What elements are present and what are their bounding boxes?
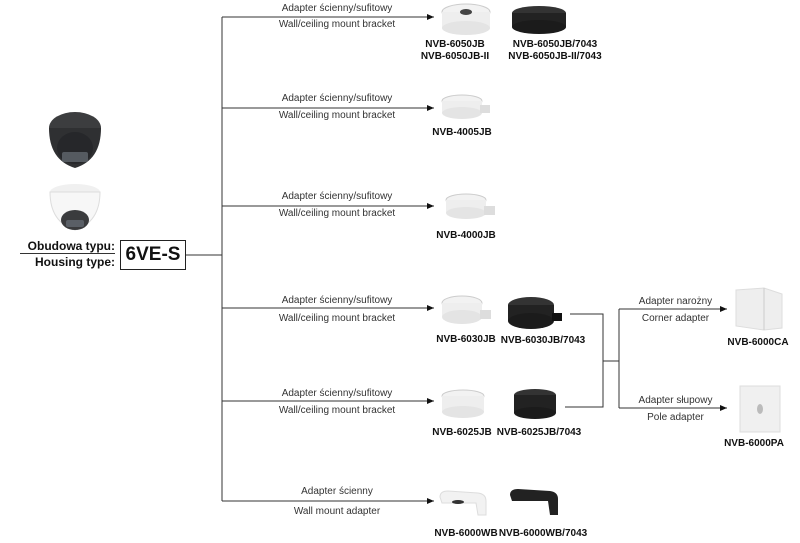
branch-1-label-pl: Adapter ścienny/sufitowy <box>281 3 393 14</box>
dark-dome-camera-image <box>49 112 101 168</box>
product-image-nvb-6000wb-7043 <box>510 489 558 515</box>
product-code-nvb-4005jb: NVB-4005JB <box>432 127 492 138</box>
pole-label-pl: Adapter słupowy <box>638 395 713 406</box>
product-code-line: NVB-6050JB <box>425 39 485 50</box>
branch-6-label-en: Wall mount adapter <box>293 506 381 517</box>
branch-6-label-pl: Adapter ścienny <box>301 486 373 497</box>
branch-3-label-en: Wall/ceiling mount bracket <box>278 208 396 219</box>
product-image-nvb-4000jb <box>445 193 495 219</box>
product-image-nvb-6000pa <box>739 385 781 433</box>
housing-type-box: 6VE-S <box>120 240 186 270</box>
product-code-nvb-6030jb: NVB-6030JB <box>436 334 496 345</box>
product-image-nvb-6050jb <box>441 3 491 35</box>
product-image-nvb-6050jb-7043 <box>512 6 566 34</box>
product-image-nvb-6025jb-7043 <box>514 389 556 419</box>
branch-3-label-pl: Adapter ścienny/sufitowy <box>281 191 393 202</box>
product-image-nvb-6000ca <box>735 287 783 331</box>
branch-5-label-en: Wall/ceiling mount bracket <box>278 405 396 416</box>
product-image-nvb-4005jb <box>441 94 490 119</box>
product-image-nvb-6030jb-7043 <box>508 297 562 329</box>
product-code-nvb-6000wb: NVB-6000WB <box>434 528 498 539</box>
pole-label-en: Pole adapter <box>647 412 704 423</box>
product-image-nvb-6000wb <box>439 490 487 516</box>
branch-1-label-en: Wall/ceiling mount bracket <box>278 19 396 30</box>
branch-2-label-pl: Adapter ścienny/sufitowy <box>281 93 393 104</box>
corner-label-en: Corner adapter <box>641 313 710 324</box>
product-code-nvb-6000pa: NVB-6000PA <box>724 438 784 449</box>
branch-2-label-en: Wall/ceiling mount bracket <box>278 110 396 121</box>
product-code-line: NVB-6050JB-II/7043 <box>508 51 602 62</box>
junction-bracket <box>565 313 604 408</box>
product-code-line: NVB-6050JB/7043 <box>512 39 598 50</box>
product-code-nvb-6025jb-7043: NVB-6025JB/7043 <box>496 427 582 438</box>
white-dome-camera-image <box>49 184 101 231</box>
product-image-nvb-6030jb <box>441 295 491 324</box>
housing-label-pl: Obudowa typu: <box>20 239 115 254</box>
product-code-nvb-6000wb-7043: NVB-6000WB/7043 <box>498 528 588 539</box>
product-code-nvb-6030jb-7043: NVB-6030JB/7043 <box>500 335 586 346</box>
product-code-nvb-6000ca: NVB-6000CA <box>727 337 789 348</box>
branch-5-label-pl: Adapter ścienny/sufitowy <box>281 388 393 399</box>
branch-4-label-pl: Adapter ścienny/sufitowy <box>281 295 393 306</box>
product-code-nvb-6025jb: NVB-6025JB <box>432 427 492 438</box>
corner-label-pl: Adapter narożny <box>638 296 713 307</box>
branch-4-label-en: Wall/ceiling mount bracket <box>278 313 396 324</box>
housing-label-en: Housing type: <box>35 255 115 269</box>
product-code-nvb-4000jb: NVB-4000JB <box>436 230 496 241</box>
product-image-nvb-6025jb <box>441 389 485 418</box>
product-code-line: NVB-6050JB-II <box>420 51 490 62</box>
